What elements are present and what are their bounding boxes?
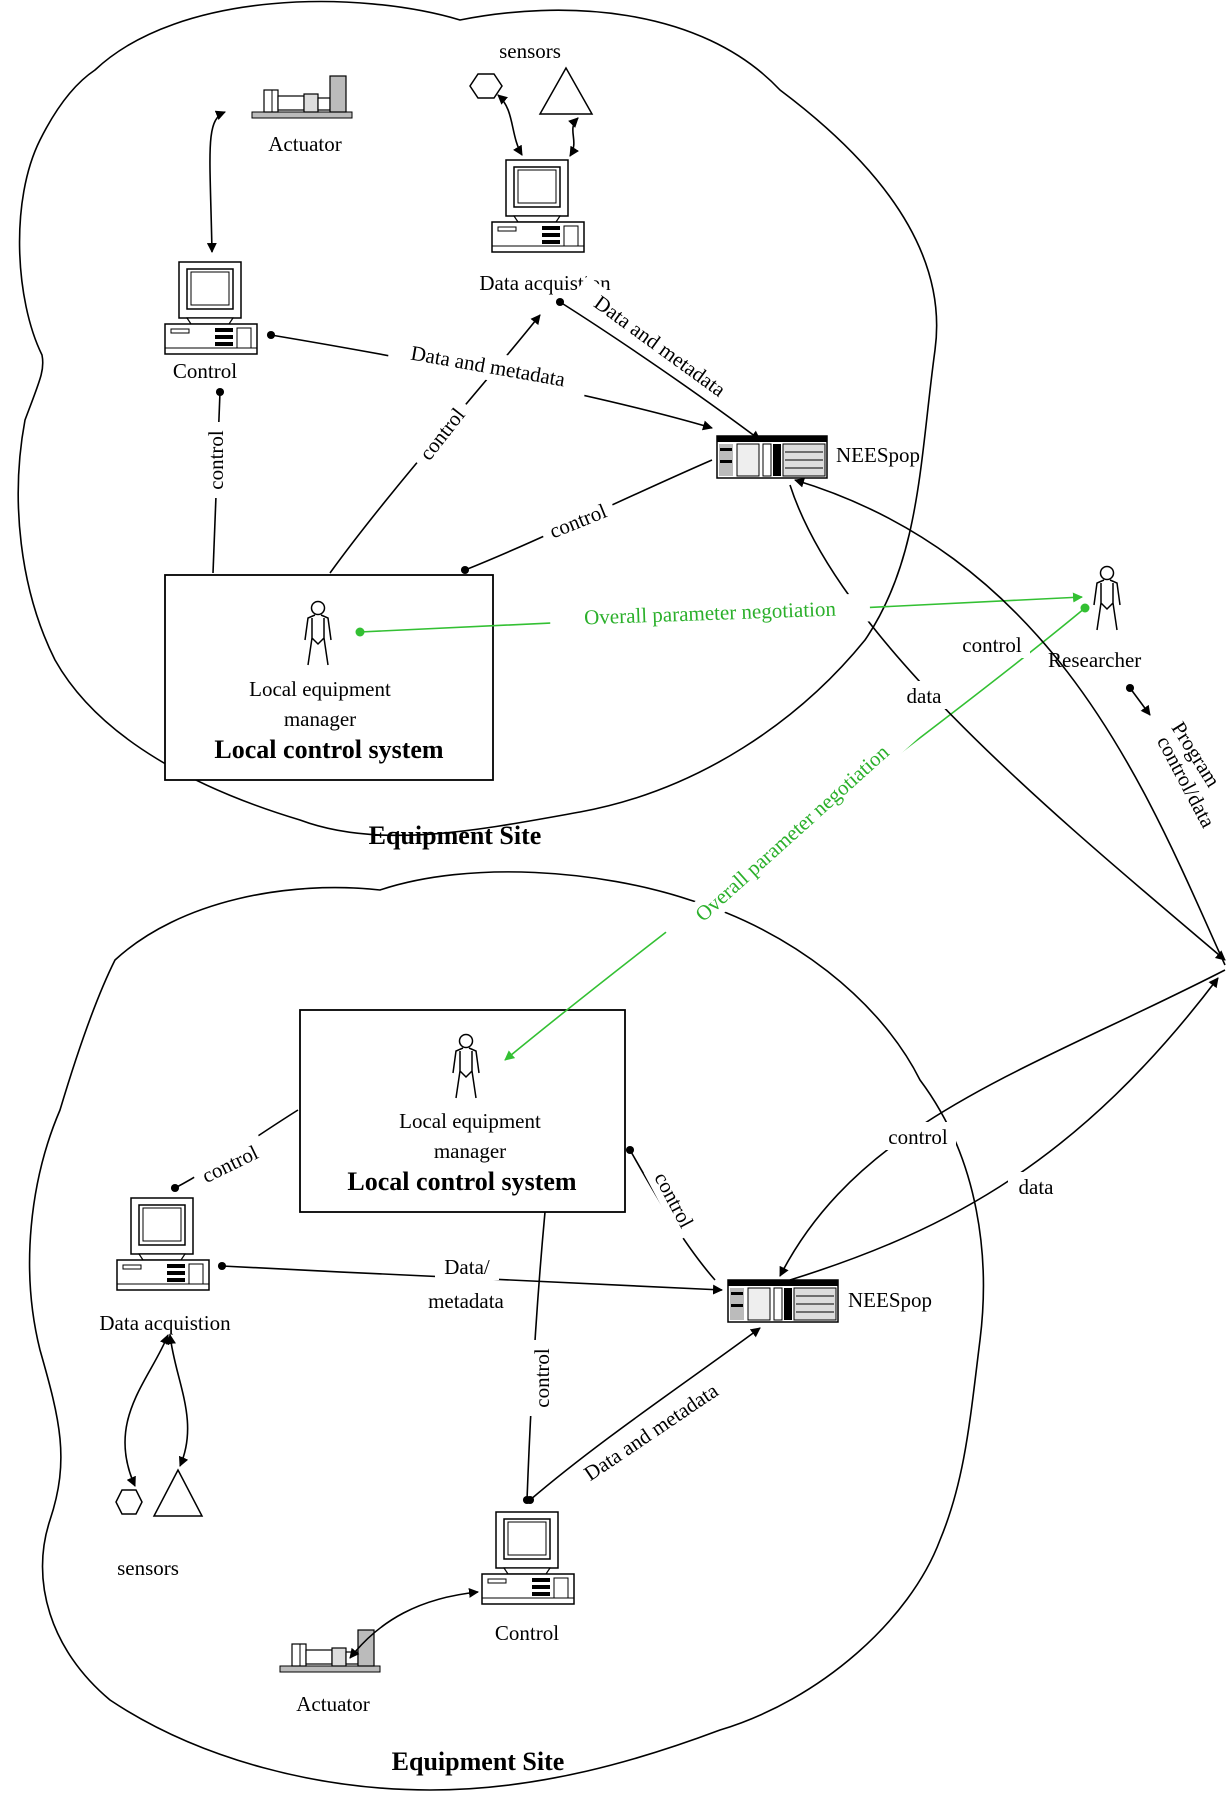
sensors-label-site-1: sensors [499, 39, 561, 63]
actuator-label-site-2: Actuator [296, 1692, 369, 1716]
edge-sensors-data-acq-b-site-2 [166, 1334, 189, 1467]
sensor-triangle-icon-site-1 [538, 66, 594, 115]
sensor-hexagon-icon-site-2 [115, 1489, 143, 1515]
label-control-right-site-2: control [888, 1125, 948, 1149]
actuator-icon-site-2 [279, 1629, 381, 1673]
researcher-person-icon [1093, 565, 1121, 631]
data-acquisition-computer-icon-site-2 [116, 1197, 210, 1291]
sensors-label-site-2: sensors [117, 1556, 179, 1580]
sensor-triangle-icon-site-2 [152, 1468, 204, 1517]
edge-data-acq-to-neespop-site-1 [555, 297, 761, 441]
edge-sensors-data-acq-b-site-1 [568, 117, 580, 157]
label-data-and-metadata-acq-site-1: Data and metadata [590, 290, 731, 402]
edge-actuator-control-site-2 [349, 1587, 479, 1659]
label-negotiation-site-1: Overall parameter negotiation [584, 597, 837, 630]
label-control-vertical-site-1: control [204, 430, 228, 490]
label-data-slash-site-2: Data/ [444, 1255, 490, 1279]
edge-control-neespop-site-2-right [779, 969, 1226, 1277]
neespop-server-icon-site-1 [716, 435, 828, 479]
label-control-data-acq-site-2: control [198, 1140, 262, 1188]
control-label-site-2: Control [495, 1621, 559, 1645]
actuator-icon-site-1 [251, 75, 353, 119]
neespop-label-site-1: NEESpop [836, 443, 920, 467]
edge-sensors-data-acq-a-site-2 [124, 1334, 170, 1487]
label-control-right-site-1: control [962, 633, 1022, 657]
data-acquisition-computer-icon-site-1 [491, 159, 585, 253]
data-acquisition-label-site-2: Data acquistion [99, 1311, 231, 1335]
sensor-hexagon-icon-site-1 [469, 73, 503, 99]
label-data-right-site-1: data [907, 684, 943, 708]
edge-sensors-data-acq-a-site-1 [497, 94, 523, 156]
label-data-right-site-2: data [1019, 1175, 1055, 1199]
local-control-system-label-site-1: Local control system [214, 735, 443, 764]
researcher-label: Researcher [1048, 648, 1141, 672]
control-computer-icon-site-2 [481, 1511, 575, 1605]
edge-actuator-control-site-1 [206, 110, 226, 253]
label-negotiation-site-2: Overall parameter negotiation [690, 739, 894, 926]
actuator-label-site-1: Actuator [268, 132, 341, 156]
label-data-and-metadata-site-2: Data and metadata [580, 1378, 724, 1486]
edge-control-neespop-site-1-right [794, 477, 1226, 966]
label-control-neespop-site-2: control [649, 1168, 698, 1232]
label-control-neespop-site-1: control [546, 499, 610, 544]
manager-label-line1-site-1: Local equipment [249, 677, 391, 701]
control-computer-icon-site-1 [164, 261, 258, 355]
manager-label-line2-site-2: manager [434, 1139, 506, 1163]
manager-label-line2-site-1: manager [284, 707, 356, 731]
control-label-site-1: Control [173, 359, 237, 383]
local-control-system-label-site-2: Local control system [347, 1167, 576, 1196]
label-data-and-metadata-control-site-1: Data and metadata [409, 341, 568, 392]
edge-data-neespop-site-2-right [789, 977, 1219, 1281]
neespop-label-site-2: NEESpop [848, 1288, 932, 1312]
edge-control-to-neespop-site-2 [525, 1327, 761, 1505]
manager-label-line1-site-2: Local equipment [399, 1109, 541, 1133]
neespop-server-icon-site-2 [727, 1279, 839, 1323]
equipment-site-title-1: Equipment Site [369, 821, 542, 850]
edge-data-neespop-site-1-right [789, 484, 1226, 961]
label-control-vertical-site-2: control [530, 1348, 554, 1408]
equipment-site-title-2: Equipment Site [392, 1747, 565, 1776]
label-metadata-site-2: metadata [428, 1289, 504, 1313]
edge-program-researcher [1125, 683, 1151, 716]
